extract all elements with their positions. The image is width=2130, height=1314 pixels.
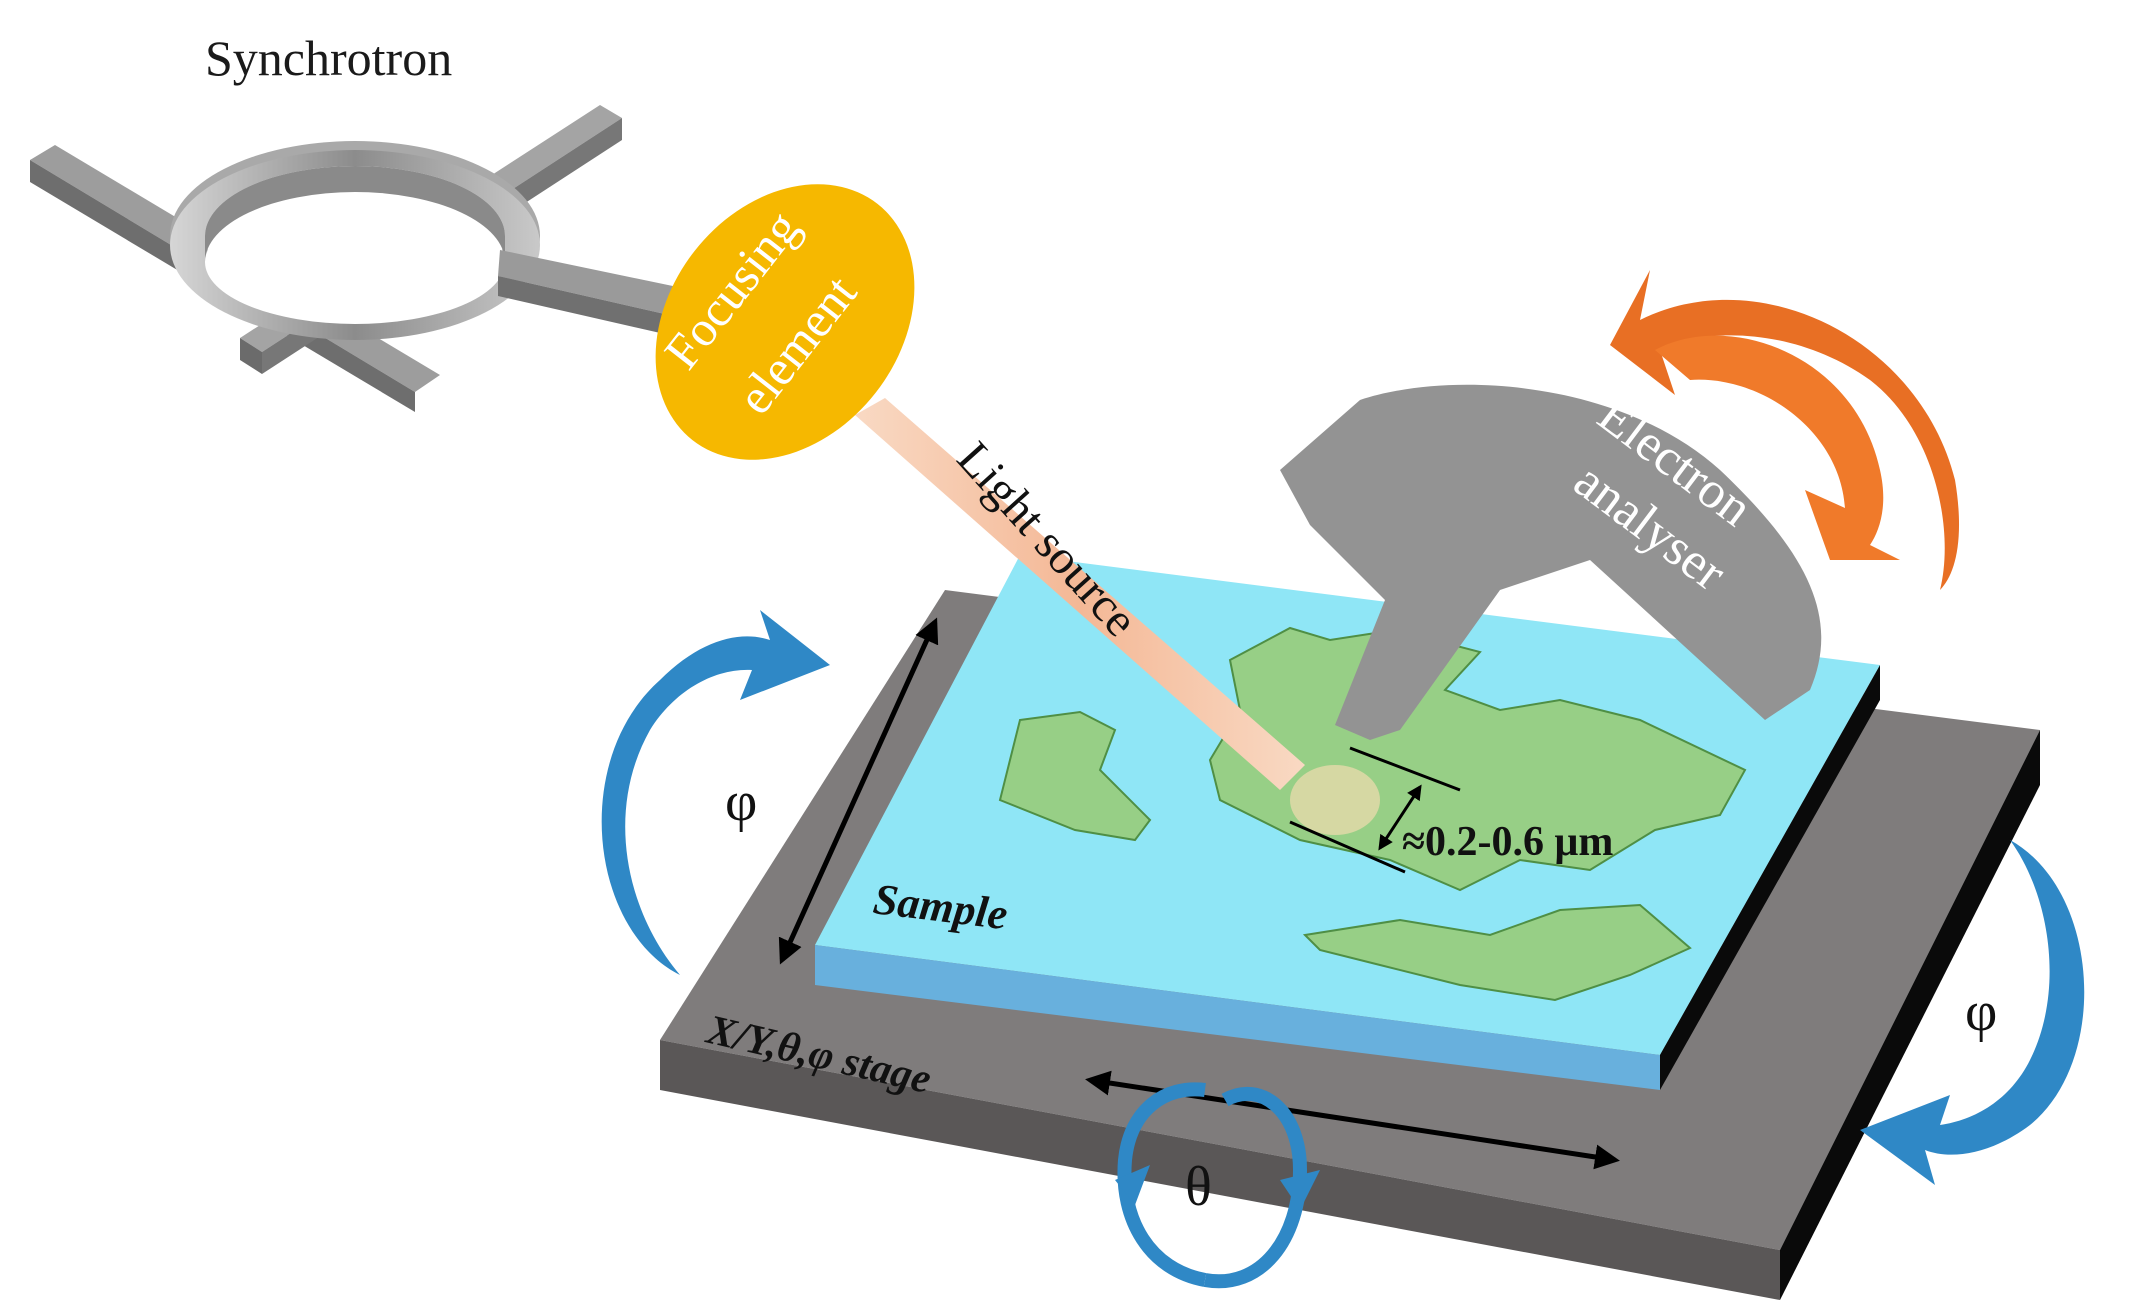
theta-label: θ xyxy=(1185,1156,1212,1218)
phi-rotation-arrow-right xyxy=(1860,840,2085,1185)
theta-rotation-arrow xyxy=(1117,1082,1308,1289)
theta-arrow-heads xyxy=(1115,1165,1320,1210)
beam-spot xyxy=(1290,765,1380,835)
y-translation-arrow xyxy=(778,617,939,965)
spot-size-dimension xyxy=(1289,746,1461,874)
focusing-element: Focusing element xyxy=(653,184,915,460)
spot-size-label: ≈0.2-0.6 μm xyxy=(1402,819,1613,865)
phi-rotation-arrow-left xyxy=(601,610,830,975)
phi-left-label: φ xyxy=(725,771,757,833)
synchrotron-label: Synchrotron xyxy=(205,30,452,86)
electron-analyser: Electron analyser xyxy=(1280,384,1822,740)
analyser-rotation-arrows xyxy=(1610,270,1960,590)
phi-right-label: φ xyxy=(1965,981,1997,1043)
light-beam xyxy=(855,398,1305,790)
synchrotron-ring-icon xyxy=(30,105,740,412)
